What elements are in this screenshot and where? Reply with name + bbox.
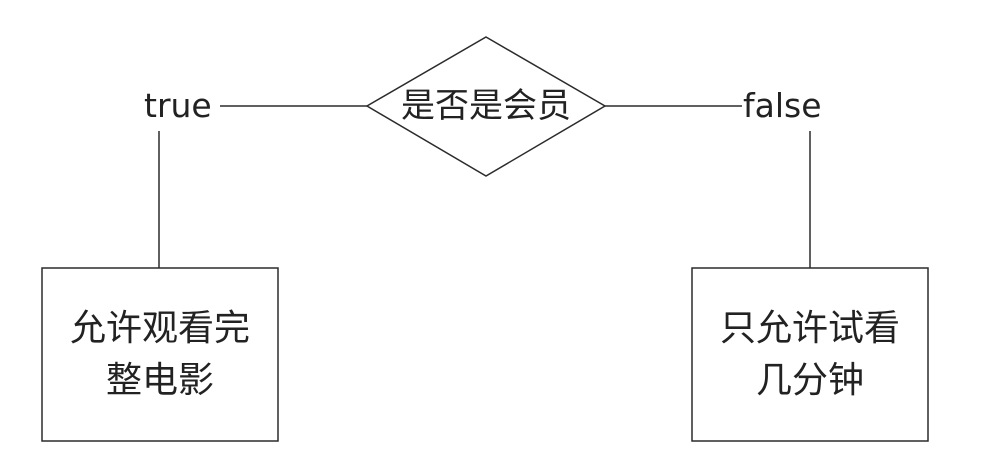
branch-label-false: false <box>743 86 822 125</box>
branch-label-true: true <box>144 86 212 125</box>
outcome-box-true <box>41 267 279 442</box>
decision-diamond <box>365 36 607 177</box>
outcome-text-true-line2: 整电影 <box>105 359 214 401</box>
outcome-box-false <box>691 267 929 442</box>
decision-label: 是否是会员 <box>401 86 571 126</box>
outcome-text-true: 允许观看完 整电影 <box>42 268 278 441</box>
outcome-text-false-line2: 几分钟 <box>755 359 864 401</box>
outcome-text-true-line1: 允许观看完 <box>69 307 250 349</box>
outcome-text-false: 只允许试看 几分钟 <box>692 268 928 441</box>
outcome-text-false-line1: 只允许试看 <box>719 307 900 349</box>
